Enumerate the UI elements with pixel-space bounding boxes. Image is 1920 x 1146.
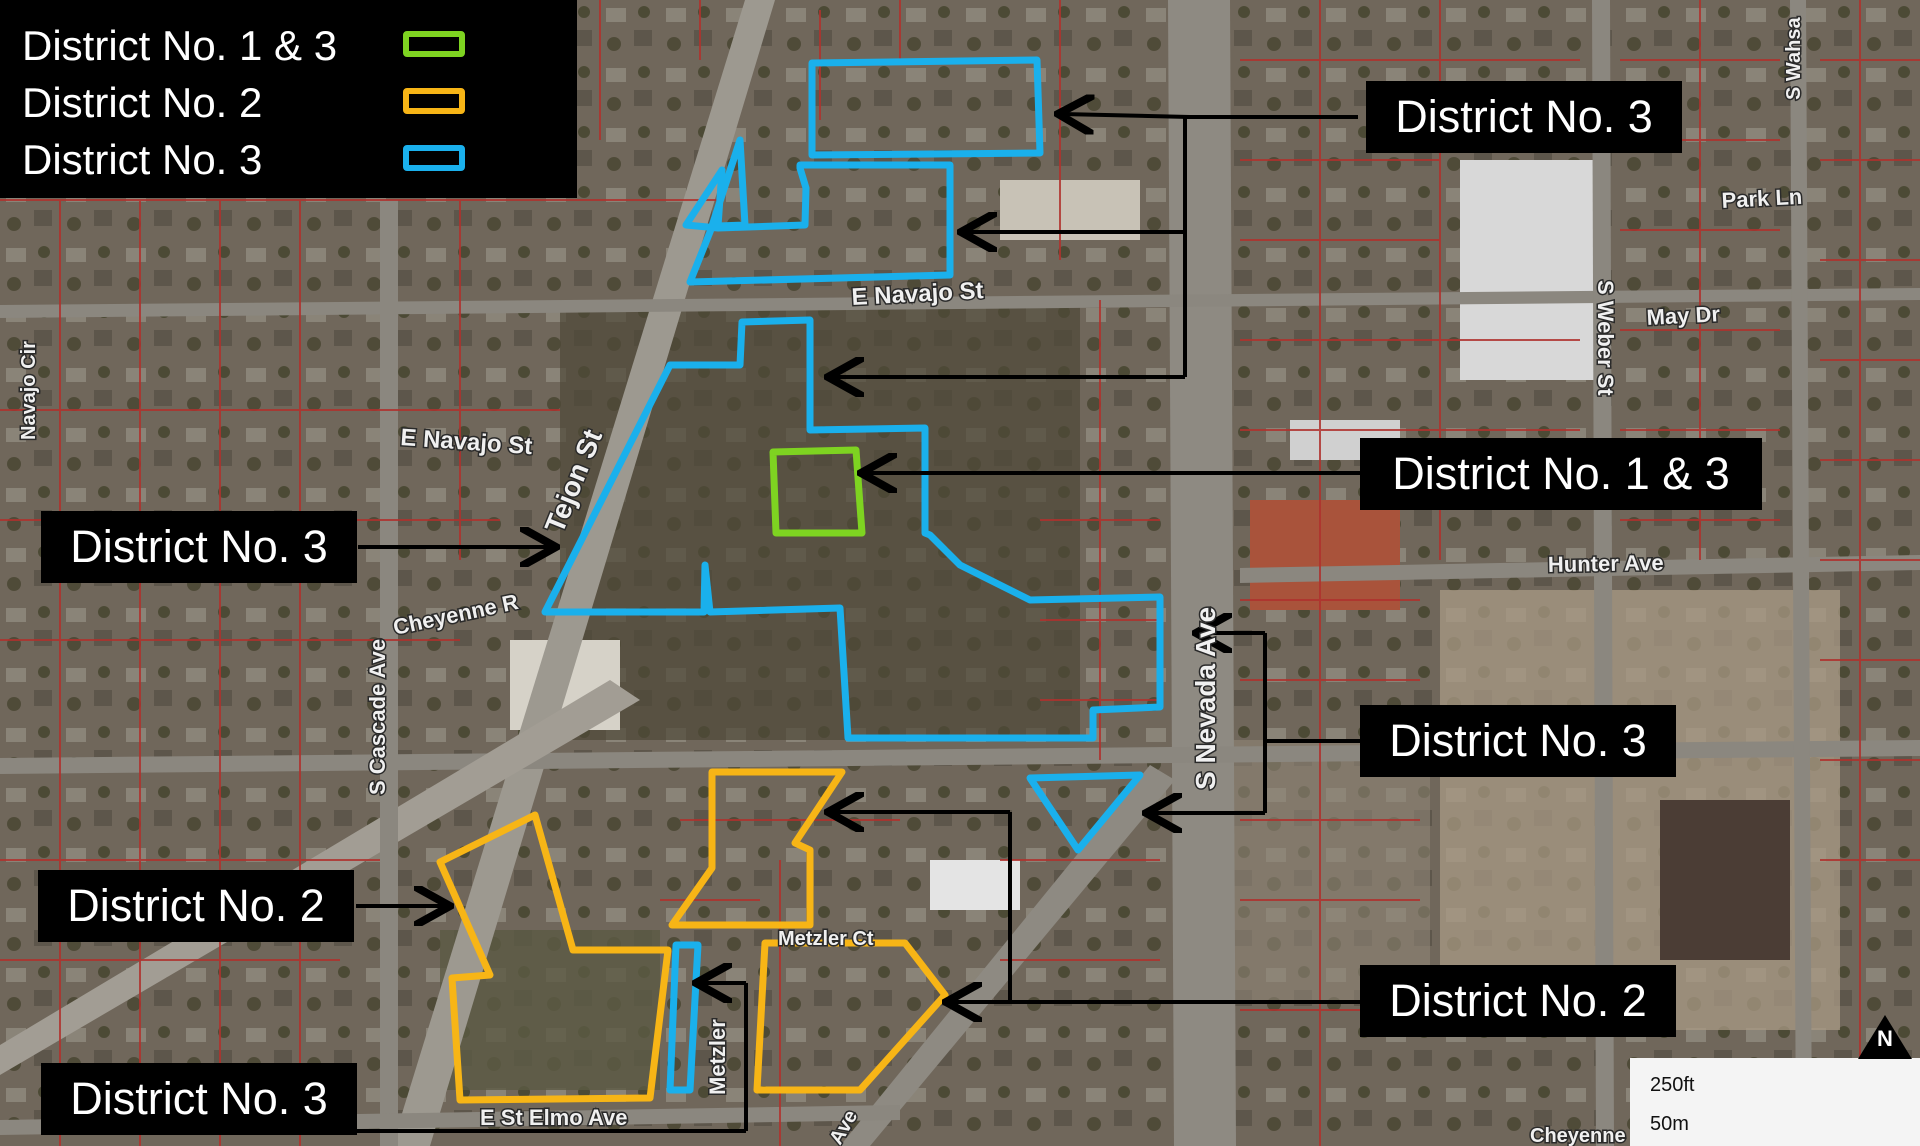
legend-swatch-district-3 bbox=[403, 145, 465, 171]
cascade-ave-road bbox=[380, 200, 398, 1146]
street-label-nevada: S Nevada Ave bbox=[1190, 607, 1221, 790]
callout-district-3-nevada: District No. 3 bbox=[1360, 705, 1676, 777]
legend-swatch-district-2 bbox=[403, 88, 465, 114]
district-3-parcels[interactable] bbox=[541, 56, 1164, 1094]
scale-label-feet: 250ft bbox=[1650, 1074, 1695, 1096]
building-roof bbox=[1250, 500, 1400, 610]
legend-label-district-2: District No. 2 bbox=[22, 79, 263, 126]
district-3-parcel-metzler[interactable] bbox=[666, 941, 702, 1094]
district-3-parcel-north[interactable] bbox=[808, 56, 1044, 159]
street-label-cascade: S Cascade Ave bbox=[365, 639, 390, 795]
street-label-hunter-ave: Hunter Ave bbox=[1548, 550, 1664, 577]
district-2-parcel-east[interactable] bbox=[753, 939, 949, 1094]
street-label-metzler: Metzler bbox=[705, 1019, 730, 1095]
street-label-wahsatch: S Wahsa bbox=[1783, 17, 1805, 100]
callout-district-3-north: District No. 3 bbox=[1366, 81, 1682, 153]
callout-district-3-tejon: District No. 3 bbox=[41, 511, 357, 583]
callout-district-3-metzler: District No. 3 bbox=[41, 1063, 357, 1135]
hunter-ave-road bbox=[1240, 555, 1920, 583]
building-roof bbox=[930, 860, 1020, 910]
street-label-cheyenne-bottom: Cheyenne bbox=[1530, 1125, 1626, 1146]
tejon-st-road bbox=[392, 0, 775, 1146]
nevada-ave-road bbox=[1168, 0, 1236, 1146]
building-roof bbox=[1660, 800, 1790, 960]
street-label-navajo-cir: Navajo Cir bbox=[18, 341, 40, 440]
callout-district-2-west: District No. 2 bbox=[38, 870, 354, 942]
district-3-parcel-center[interactable] bbox=[541, 316, 1164, 742]
street-label-may-dr: May Dr bbox=[1646, 301, 1721, 330]
district-2-parcel-north[interactable] bbox=[668, 768, 846, 929]
callout-district-2-east: District No. 2 bbox=[1360, 965, 1676, 1037]
district-1-3-parcel[interactable] bbox=[769, 446, 866, 537]
scale-label-meters: 50m bbox=[1650, 1113, 1689, 1135]
district-3-parcel-nevada-triangle[interactable] bbox=[1026, 771, 1144, 854]
street-label-st-elmo: E St Elmo Ave bbox=[480, 1105, 628, 1130]
district-3-parcel-navajo-north[interactable] bbox=[682, 136, 954, 286]
street-label-weber: S Weber St bbox=[1593, 280, 1618, 396]
legend-label-district-1-3: District No. 1 & 3 bbox=[22, 22, 338, 69]
callout-arrows bbox=[356, 114, 1360, 1133]
north-label: N bbox=[1877, 1026, 1893, 1051]
callout-district-1-3: District No. 1 & 3 bbox=[1360, 438, 1762, 510]
wahsatch-road bbox=[1790, 0, 1812, 1146]
scale-box bbox=[1630, 1058, 1920, 1146]
legend-label-district-3: District No. 3 bbox=[22, 136, 263, 183]
building-roof bbox=[1460, 160, 1600, 380]
legend-swatch-district-1-3 bbox=[403, 31, 465, 57]
street-label-metzler-ct: Metzler Ct bbox=[778, 928, 874, 950]
district-2-parcels[interactable] bbox=[436, 768, 949, 1104]
district-2-parcel-west[interactable] bbox=[436, 811, 672, 1104]
map-legend: District No. 1 & 3 District No. 2 Distri… bbox=[0, 0, 577, 198]
street-label-park-ln: Park Ln bbox=[1721, 184, 1803, 213]
north-arrow-icon bbox=[1858, 1015, 1912, 1059]
